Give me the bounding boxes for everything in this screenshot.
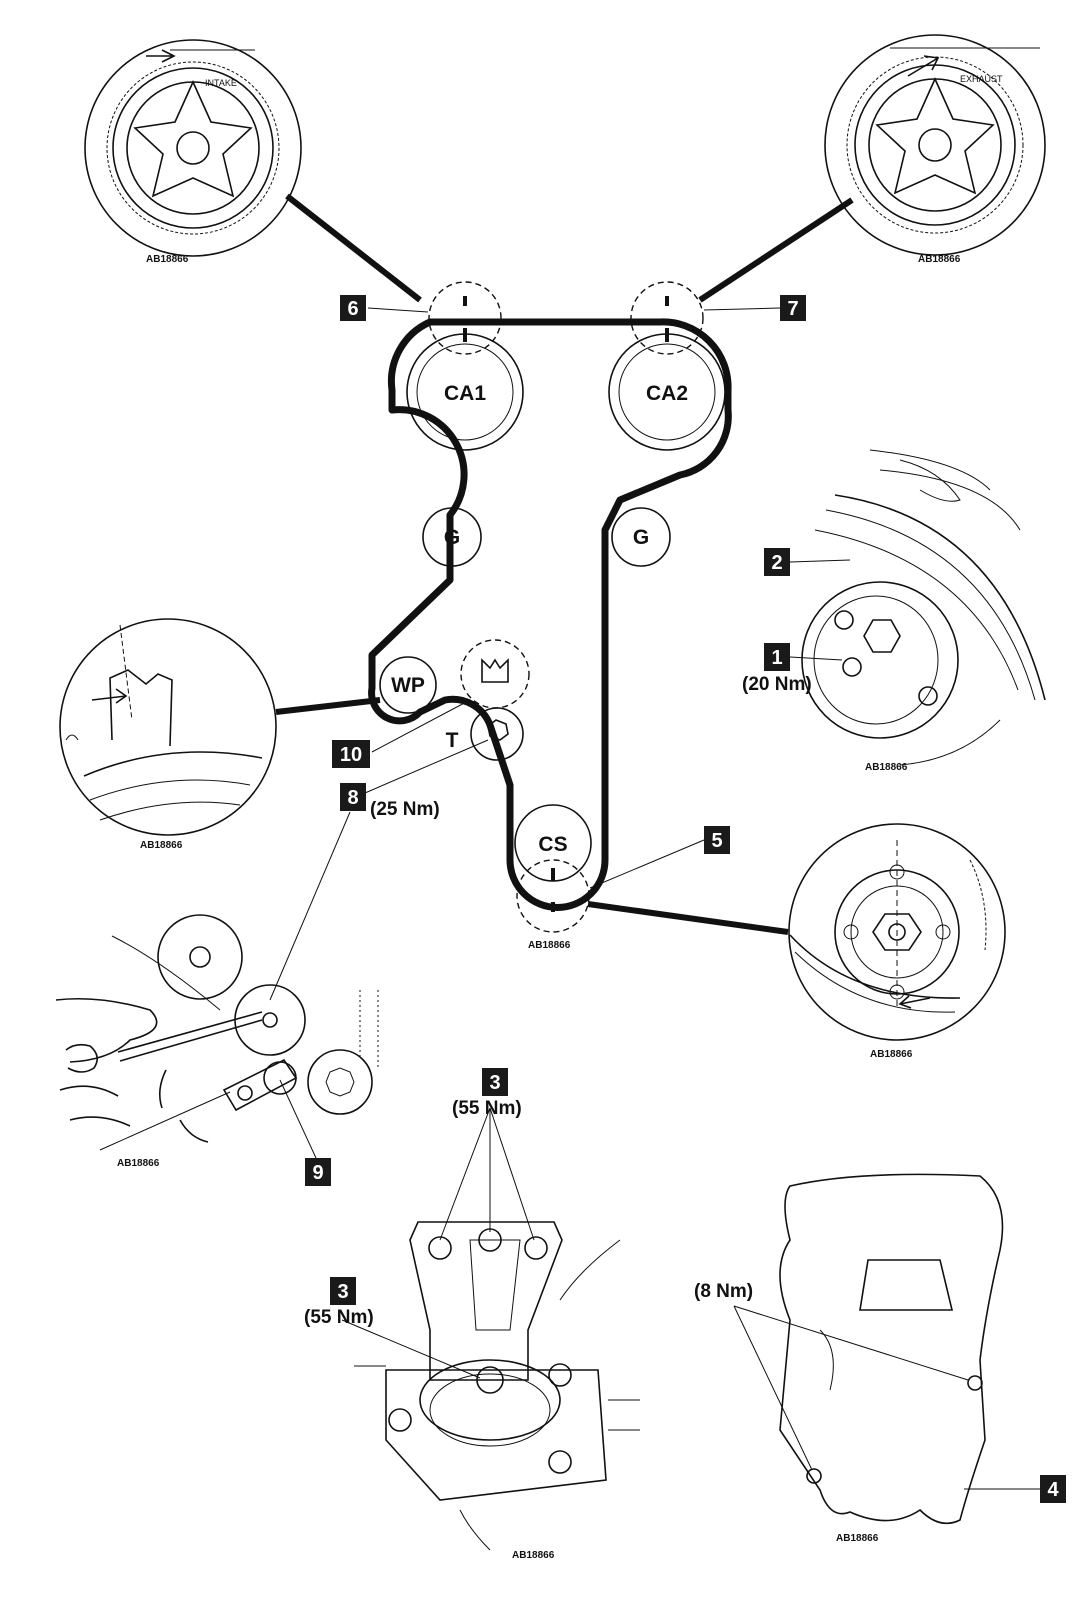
engine-mount-detail: AB18866 <box>354 1221 640 1561</box>
crankshaft-label: CS <box>538 833 567 856</box>
callout-10: 10 <box>340 744 362 766</box>
tensioner-detail-code: AB18866 <box>117 1158 160 1169</box>
intake-sprocket-detail: INTAKE AB18866 <box>84 39 302 265</box>
crank-detail-code: AB18866 <box>865 762 908 773</box>
callout-7: 7 <box>787 298 798 320</box>
guide-left-label: G <box>444 526 460 549</box>
callout-3a-box <box>482 1068 508 1096</box>
exhaust-mark-label: EXHAUST <box>960 74 1003 84</box>
crank-pulley-detail: AB18866 <box>801 449 1046 773</box>
ca1-timing-mark-circle <box>428 281 502 355</box>
torque-1: (20 Nm) <box>742 674 812 695</box>
callout-6-box <box>340 295 366 321</box>
ca2-label: CA2 <box>646 382 688 405</box>
water-pump-label: WP <box>391 674 425 697</box>
guide-pulley-right <box>611 507 671 567</box>
cover-detail-code: AB18866 <box>836 1533 879 1544</box>
intake-leader <box>285 193 422 303</box>
tensioner-mark-circle <box>460 639 530 709</box>
torque-8: (25 Nm) <box>370 799 440 820</box>
tensioner-tool-detail: AB18866 <box>55 914 379 1169</box>
callout-1-box <box>764 643 790 671</box>
callout-6: 6 <box>347 298 358 320</box>
callout-8-box <box>340 783 366 811</box>
exhaust-sprocket-detail: EXHAUST AB18866 <box>824 34 1046 265</box>
tensioner-detail: AB18866 <box>59 618 277 851</box>
tensioner-label: T <box>446 729 459 752</box>
callout-2-box <box>764 548 790 576</box>
intake-detail-code: AB18866 <box>146 254 189 265</box>
callout-3a: 3 <box>489 1072 500 1094</box>
guide-right-label: G <box>633 526 649 549</box>
water-pump-pulley <box>379 656 437 714</box>
callout-1: 1 <box>771 647 782 669</box>
callout-3b: 3 <box>337 1281 348 1303</box>
callout-3b-box <box>330 1277 356 1305</box>
ca2-timing-mark-circle <box>630 281 704 355</box>
timing-belt <box>368 318 732 911</box>
belt-routing: CA1 CA2 G G WP T CS AB18866 <box>368 281 732 951</box>
pulley-detail-code: AB18866 <box>140 840 183 851</box>
callout-7-box <box>780 295 806 321</box>
callout-2: 2 <box>771 552 782 574</box>
callout-5: 5 <box>711 830 722 852</box>
exhaust-leader <box>698 197 854 303</box>
crankshaft-timing-detail: AB18866 <box>788 823 1006 1060</box>
guide-pulley-left <box>422 507 482 567</box>
crankshaft-timing-mark-circle <box>516 859 590 933</box>
callout-9-box <box>305 1158 331 1186</box>
exhaust-detail-code: AB18866 <box>918 254 961 265</box>
callout-9: 9 <box>312 1162 323 1184</box>
tool-detail-code: AB18866 <box>870 1049 913 1060</box>
ca1-label: CA1 <box>444 382 486 405</box>
mount-detail-code: AB18866 <box>512 1550 555 1561</box>
callout-4-box <box>1040 1475 1066 1503</box>
callout-8: 8 <box>347 787 358 809</box>
torque-4: (8 Nm) <box>694 1281 753 1302</box>
tensioner-pulley <box>470 707 524 761</box>
callout-4: 4 <box>1047 1479 1059 1501</box>
main-diagram-code: AB18866 <box>528 940 571 951</box>
callout-10-box <box>332 740 370 768</box>
torque-3a: (55 Nm) <box>452 1098 522 1119</box>
torque-3b: (55 Nm) <box>304 1307 374 1328</box>
intake-mark-label: INTAKE <box>205 78 237 88</box>
callout-5-box <box>704 826 730 854</box>
